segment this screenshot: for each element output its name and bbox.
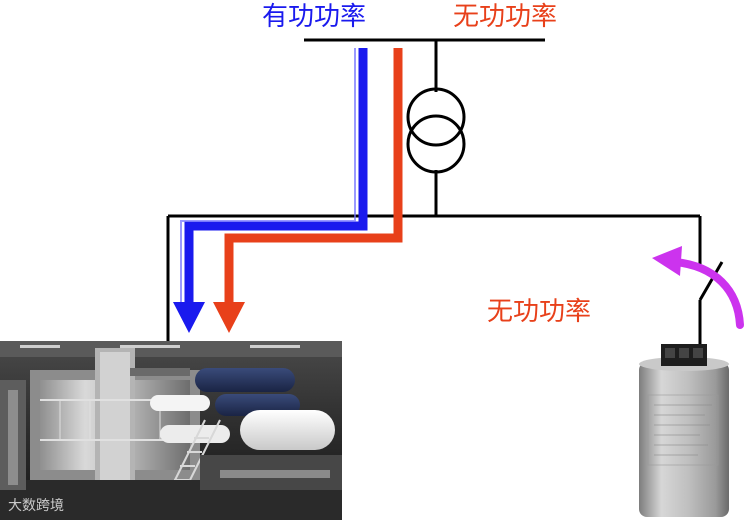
reactive-power-label-top: 无功功率 [453, 2, 558, 32]
capacitor-reactive-arrow [652, 246, 744, 329]
switch-icon[interactable] [698, 261, 724, 301]
active-power-flow-arrow [173, 48, 368, 333]
transformer-icon [406, 87, 466, 174]
reactive-power-label-mid: 无功功率 [487, 297, 592, 327]
capacitor-icon [639, 344, 729, 517]
reactive-power-flow-arrow [213, 48, 403, 333]
active-power-label: 有功功率 [262, 2, 367, 32]
watermark-text: 大数跨境 [8, 498, 64, 514]
factory-photo [0, 341, 342, 520]
